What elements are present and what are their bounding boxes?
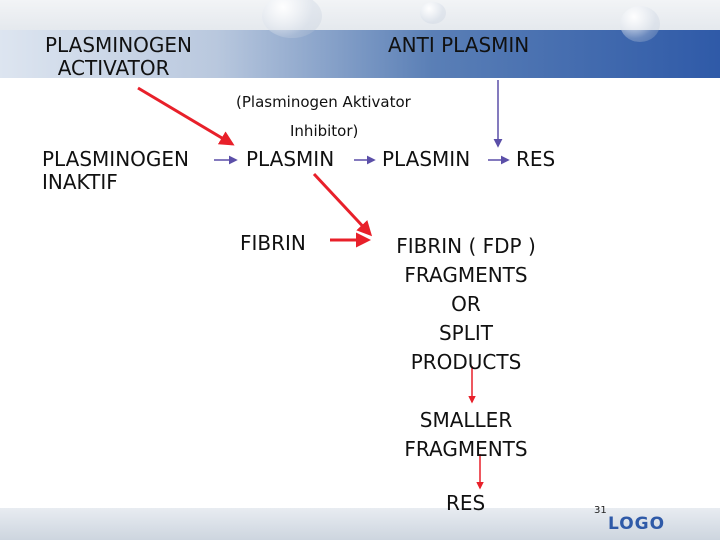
label-smaller-fragments: SMALLER FRAGMENTS [404,408,528,461]
decorative-bubble [420,2,446,24]
label-plasminogen-activator: PLASMINOGEN ACTIVATOR [45,33,192,80]
page-number: 31 [594,505,607,516]
arrow-activator-to-plasmin [137,86,235,146]
label-res-1: RES [516,147,556,171]
decorative-bubble [620,6,660,42]
label-inhibitor-line1: (Plasminogen Aktivator [236,93,411,111]
label-fibrin: FIBRIN [240,231,306,255]
label-anti-plasmin: ANTI PLASMIN [388,33,530,57]
arrow-plasmin-to-fibrin-fragments [312,172,373,237]
logo: LOGO [608,514,666,534]
header-blue-gradient [0,30,720,78]
label-plasmin-2: PLASMIN [382,147,471,171]
label-plasmin-1: PLASMIN [246,147,335,171]
label-res-2: RES [446,491,486,515]
label-fibrin-fragments: FIBRIN ( FDP ) FRAGMENTS OR SPLIT PRODUC… [396,234,536,374]
footer-band [0,508,720,540]
label-inhibitor-line2: Inhibitor) [290,122,359,140]
decorative-bubble [262,0,322,38]
label-plasminogen-inaktif: PLASMINOGEN INAKTIF [42,147,189,194]
